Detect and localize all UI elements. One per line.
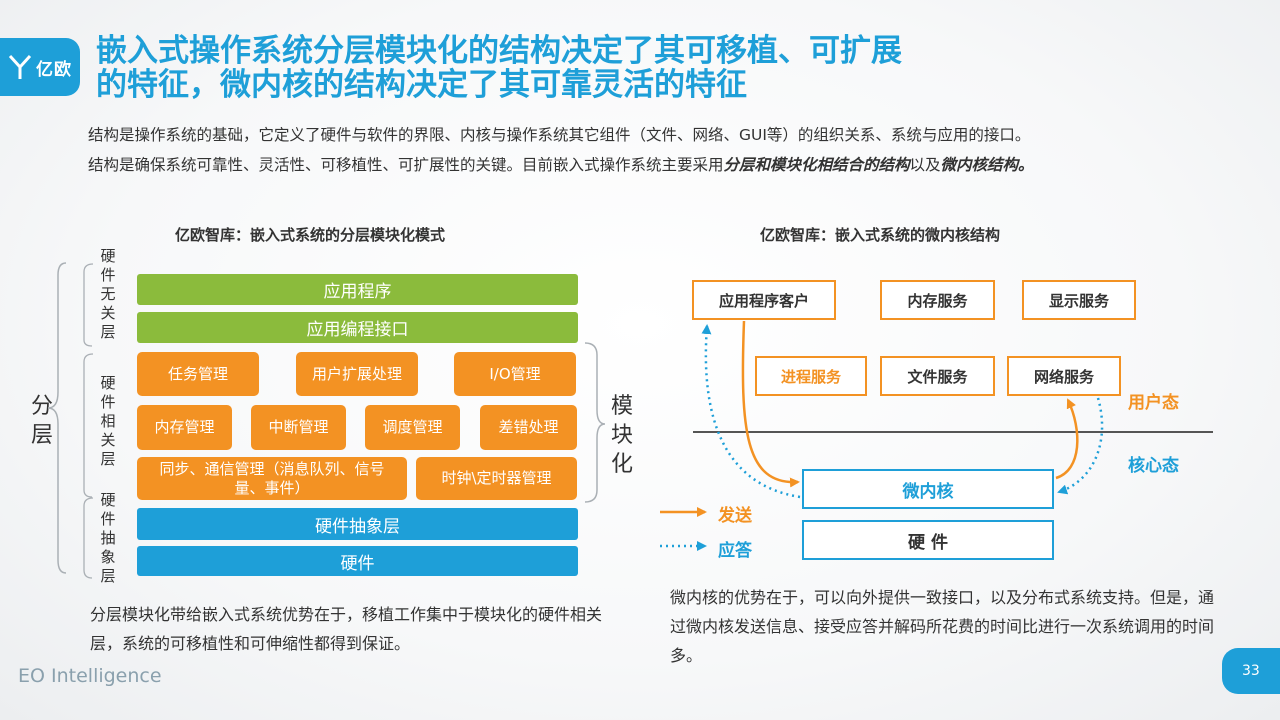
intro-line-2-mid: 以及 [909,156,941,174]
page-title: 嵌入式操作系统分层模块化的结构决定了其可移植、可扩展 的特征，微内核的结构决定了… [96,34,996,102]
layer-label-hw-independent: 硬件无关层 [100,247,116,341]
reply-arrow-kernel-to-client [701,324,801,499]
service-display: 显示服务 [1022,280,1136,320]
module-io: I/O管理 [454,352,576,396]
title-line-1: 嵌入式操作系统分层模块化的结构决定了其可移植、可扩展 [96,33,902,69]
reply-arrow-network-to-kernel [1057,397,1104,495]
layer-label-hal: 硬件抽象层 [100,491,116,585]
api-layer: 应用编程接口 [137,312,578,343]
modular-label: 模块化 [610,394,633,477]
footer-brand: EO Intelligence [18,665,162,687]
module-error: 差错处理 [480,405,577,450]
brand-logo: 亿欧 [0,38,80,96]
brace-hw-independent [83,263,94,347]
logo-text: 亿欧 [36,59,72,80]
intro-line-2-prefix: 结构是确保系统可靠性、灵活性、可移植性、可扩展性的关键。目前嵌入式操作系统主要采… [88,156,724,174]
layered-diagram-title: 亿欧智库：嵌入式系统的分层模块化模式 [175,226,446,244]
microkernel-note: 微内核的优势在于，可以向外提供一致接口，以及分布式系统支持。但是，通过微内核发送… [670,588,1215,665]
brace-layered [47,262,67,574]
module-memory: 内存管理 [137,405,232,450]
send-arrow-client-to-kernel [741,320,800,488]
module-timer: 时钟\定时器管理 [416,457,577,500]
service-network: 网络服务 [1007,356,1121,396]
hardware-box: 硬 件 [802,520,1054,560]
brace-hw-dependent [83,353,94,498]
microkernel-box: 微内核 [802,469,1054,509]
title-line-2: 的特征，微内核的结构决定了其可靠灵活的特征 [96,67,747,103]
service-process: 进程服务 [755,356,867,396]
module-schedule: 调度管理 [365,405,460,450]
brace-hal [83,497,94,579]
kernel-mode-label: 核心态 [1128,456,1179,476]
legend-reply-label: 应答 [718,541,752,561]
intro-line-1: 结构是操作系统的基础，它定义了硬件与软件的界限、内核与操作系统其它组件（文件、网… [88,126,1031,144]
microkernel-diagram-title: 亿欧智库：嵌入式系统的微内核结构 [760,226,1001,244]
layered-note: 分层模块化带给嵌入式系统优势在于，移植工作集中于模块化的硬件相关层，系统的可移植… [90,605,603,653]
module-task: 任务管理 [137,352,259,396]
intro-text: 结构是操作系统的基础，它定义了硬件与软件的界限、内核与操作系统其它组件（文件、网… [88,120,1258,180]
hardware-layer: 硬件 [137,546,578,576]
page-number: 33 [1222,648,1280,694]
brace-modular [584,342,606,503]
eo-logo-icon [8,54,32,79]
user-mode-label: 用户态 [1128,393,1179,413]
intro-bold-layered: 分层和模块化相结合的结构 [723,156,910,174]
send-arrow-kernel-to-network [1055,398,1079,480]
module-sync: 同步、通信管理（消息队列、信号量、事件） [137,457,407,500]
module-interrupt: 中断管理 [251,405,346,450]
service-app-client: 应用程序客户 [692,280,836,320]
hal-layer: 硬件抽象层 [137,508,578,540]
app-program-layer: 应用程序 [137,274,578,305]
intro-line-2: 结构是确保系统可靠性、灵活性、可移植性、可扩展性的关键。目前嵌入式操作系统主要采… [88,150,1258,180]
module-user-ext: 用户扩展处理 [296,352,418,396]
layer-label-hw-dependent: 硬件相关层 [100,374,116,468]
service-memory: 内存服务 [880,280,995,320]
legend-send-label: 发送 [718,506,752,526]
layered-label: 分层 [30,394,53,448]
service-file: 文件服务 [880,356,995,396]
intro-bold-microkernel: 微内核结构。 [940,156,1034,174]
